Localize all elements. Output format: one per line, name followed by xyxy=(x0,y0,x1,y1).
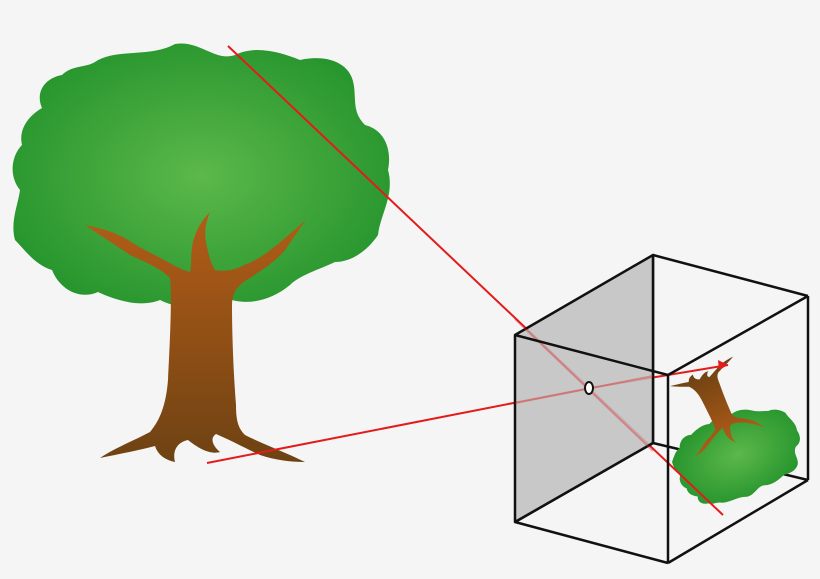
box-edge-top-right xyxy=(652,253,809,298)
ray-through-panel-bottom xyxy=(514,375,654,404)
box-edge-top-front xyxy=(514,333,669,377)
box-edge-bottom-right xyxy=(667,478,809,565)
pinhole-aperture xyxy=(584,381,594,395)
ray-arrowhead xyxy=(718,360,728,370)
camera-box-front xyxy=(513,253,655,524)
projected-foliage xyxy=(662,389,815,520)
pinhole-panel xyxy=(513,253,655,524)
box-edge-bottom-front xyxy=(514,520,669,565)
tree xyxy=(12,43,390,462)
camera-box-edges xyxy=(514,253,810,565)
box-edge-top-right-front xyxy=(667,294,809,377)
